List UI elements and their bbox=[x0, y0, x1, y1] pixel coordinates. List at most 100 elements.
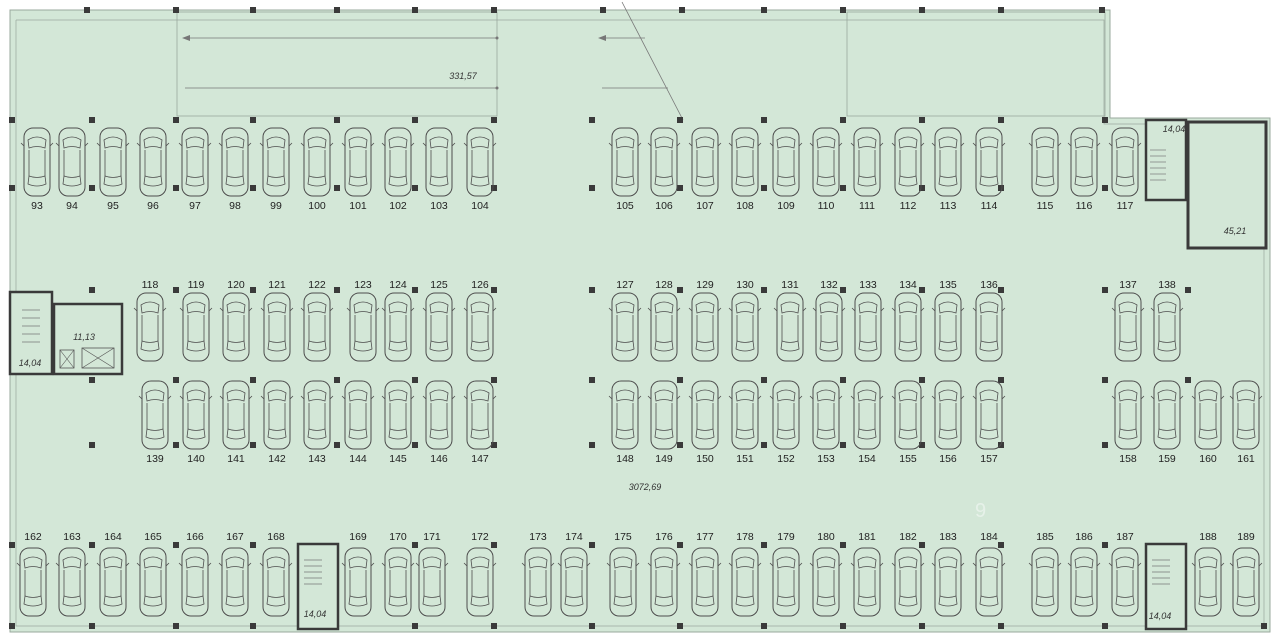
parking-space-number: 178 bbox=[736, 531, 754, 543]
column bbox=[250, 287, 256, 293]
parking-space-number: 158 bbox=[1119, 453, 1137, 465]
parking-space-number: 169 bbox=[349, 531, 367, 543]
column bbox=[89, 442, 95, 448]
column bbox=[1102, 623, 1108, 629]
parking-space-number: 123 bbox=[354, 279, 372, 291]
parking-space-number: 118 bbox=[142, 279, 159, 291]
column bbox=[9, 623, 15, 629]
room-left bbox=[52, 302, 124, 376]
column bbox=[412, 287, 418, 293]
parking-space-number: 182 bbox=[899, 531, 917, 543]
column bbox=[1102, 442, 1108, 448]
parking-space-number: 93 bbox=[31, 200, 43, 212]
total-floor-area: 3072,69 bbox=[629, 482, 662, 492]
column bbox=[250, 442, 256, 448]
column bbox=[761, 377, 767, 383]
parking-space-number: 103 bbox=[430, 200, 448, 212]
column bbox=[1185, 287, 1191, 293]
stair-bottom-right bbox=[1144, 542, 1188, 631]
column bbox=[1102, 185, 1108, 191]
column bbox=[589, 185, 595, 191]
column bbox=[761, 117, 767, 123]
column bbox=[679, 7, 685, 13]
column bbox=[840, 117, 846, 123]
column bbox=[677, 117, 683, 123]
column bbox=[840, 287, 846, 293]
parking-space-number: 101 bbox=[349, 200, 367, 212]
column bbox=[491, 117, 497, 123]
parking-space-number: 130 bbox=[736, 279, 754, 291]
storage-room-area: 45,21 bbox=[1224, 226, 1247, 236]
column bbox=[589, 377, 595, 383]
parking-space-number: 184 bbox=[980, 531, 998, 543]
column bbox=[840, 623, 846, 629]
parking-space-number: 160 bbox=[1199, 453, 1217, 465]
parking-space-number: 185 bbox=[1036, 531, 1054, 543]
column bbox=[84, 7, 90, 13]
column bbox=[173, 623, 179, 629]
parking-space-number: 115 bbox=[1037, 200, 1054, 212]
column bbox=[173, 7, 179, 13]
column bbox=[412, 623, 418, 629]
parking-space-number: 126 bbox=[471, 279, 489, 291]
column bbox=[89, 287, 95, 293]
parking-space-number: 176 bbox=[655, 531, 673, 543]
lift-shaft-1 bbox=[59, 349, 75, 369]
column bbox=[998, 542, 1004, 548]
column bbox=[840, 185, 846, 191]
column bbox=[412, 377, 418, 383]
column bbox=[761, 7, 767, 13]
column bbox=[998, 7, 1004, 13]
column bbox=[173, 185, 179, 191]
column bbox=[491, 287, 497, 293]
column bbox=[998, 287, 1004, 293]
parking-space-number: 141 bbox=[227, 453, 245, 465]
lift-shaft-2 bbox=[81, 347, 115, 369]
column bbox=[491, 185, 497, 191]
stair-left bbox=[8, 290, 54, 376]
stair-left-area: 14,04 bbox=[19, 358, 42, 368]
column bbox=[250, 623, 256, 629]
parking-space-number: 188 bbox=[1199, 531, 1217, 543]
stair-bottom-mid-area: 14,04 bbox=[304, 609, 327, 619]
column bbox=[589, 623, 595, 629]
parking-space-number: 113 bbox=[940, 200, 957, 212]
column bbox=[1102, 117, 1108, 123]
parking-space-number: 150 bbox=[696, 453, 714, 465]
stair-bottom-mid bbox=[296, 542, 340, 631]
parking-space-number: 95 bbox=[107, 200, 119, 212]
watermark: 9 bbox=[975, 500, 986, 522]
column bbox=[250, 7, 256, 13]
column bbox=[334, 117, 340, 123]
column bbox=[173, 542, 179, 548]
parking-space-number: 120 bbox=[227, 279, 245, 291]
parking-space-number: 155 bbox=[899, 453, 917, 465]
parking-space-number: 139 bbox=[146, 453, 164, 465]
column bbox=[677, 377, 683, 383]
parking-space-number: 149 bbox=[655, 453, 673, 465]
column bbox=[1102, 377, 1108, 383]
parking-space-number: 189 bbox=[1237, 531, 1255, 543]
column bbox=[761, 287, 767, 293]
parking-space-number: 175 bbox=[614, 531, 632, 543]
storage-room bbox=[1186, 120, 1268, 250]
column bbox=[761, 442, 767, 448]
parking-space-number: 121 bbox=[268, 279, 286, 291]
parking-space-number: 127 bbox=[616, 279, 634, 291]
column bbox=[89, 185, 95, 191]
column bbox=[761, 542, 767, 548]
column bbox=[250, 542, 256, 548]
parking-space-number: 135 bbox=[939, 279, 957, 291]
parking-space-number: 177 bbox=[696, 531, 714, 543]
parking-space-number: 114 bbox=[981, 200, 998, 212]
parking-space-number: 166 bbox=[186, 531, 204, 543]
column bbox=[677, 623, 683, 629]
parking-space-number: 117 bbox=[1117, 200, 1134, 212]
parking-space-number: 147 bbox=[471, 453, 489, 465]
column bbox=[89, 623, 95, 629]
column bbox=[334, 442, 340, 448]
column bbox=[1185, 377, 1191, 383]
column bbox=[491, 377, 497, 383]
entry-ramp bbox=[846, 11, 1106, 117]
column bbox=[998, 117, 1004, 123]
